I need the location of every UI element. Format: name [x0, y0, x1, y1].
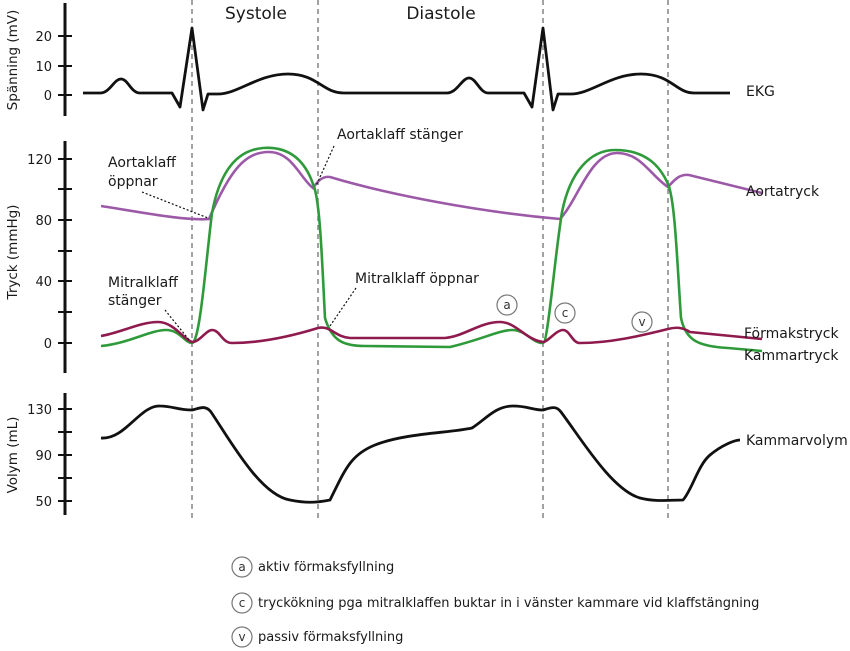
volume-trace [100, 404, 741, 504]
aorta-pressure-trace [100, 150, 763, 221]
ekg-axis-title: Spänning (mV) [5, 10, 21, 111]
pressure-tick-label-80: 80 [35, 214, 52, 229]
mitral-closes-annotation-line2: stänger [108, 293, 162, 309]
legend-key-c [231, 592, 253, 614]
ekg-tick-label-20: 20 [35, 30, 52, 45]
legend-item-c: c tryckökning pga mitralklaffen buktar i… [231, 592, 759, 614]
aortic-closes-leader [315, 145, 335, 187]
volume-tick-label-90: 90 [35, 449, 52, 464]
pressure-tick-label-0: 0 [44, 337, 52, 352]
wave-marker-a: a [496, 294, 518, 316]
legend-item-v: v passiv förmaksfyllning [231, 626, 403, 648]
ekg-tick-label-10: 10 [35, 60, 52, 75]
mitral-opens-leader [329, 287, 357, 327]
mitral-closes-leader [164, 309, 191, 342]
legend: a aktiv förmaksfyllning c tryckökning pg… [231, 556, 759, 648]
ekg-trace-label: EKG [746, 84, 775, 100]
svg-text:c: c [562, 306, 569, 320]
ekg-panel: 20 10 0 Spänning (mV) EKG [5, 3, 775, 116]
volume-trace-label: Kammarvolym [746, 433, 848, 449]
legend-text-a: aktiv förmaksfyllning [258, 560, 394, 575]
atrium-trace-label: Förmakstryck [744, 326, 839, 342]
aorta-trace-label: Aortatryck [746, 184, 820, 200]
legend-item-a: a aktiv förmaksfyllning [231, 556, 394, 578]
svg-text:v: v [638, 315, 645, 329]
diastole-label: Diastole [406, 4, 475, 24]
aortic-opens-annotation-line1: Aortaklaff [108, 155, 176, 171]
legend-key-v-text: v [238, 630, 245, 644]
mitral-opens-annotation: Mitralklaff öppnar [355, 271, 479, 287]
volume-tick-label-130: 130 [27, 403, 52, 418]
volume-panel: 130 90 50 Volym (mL) Kammarvolym [5, 393, 848, 515]
phase-guides [191, 0, 669, 520]
legend-key-a-text: a [238, 560, 245, 574]
legend-text-v: passiv förmaksfyllning [258, 630, 403, 645]
wave-marker-c: c [554, 302, 576, 324]
mitral-closes-annotation-line1: Mitralklaff [108, 275, 178, 291]
volume-axis-title: Volym (mL) [5, 417, 21, 494]
ekg-trace [83, 26, 730, 112]
ventricle-trace-label: Kammartryck [744, 348, 839, 364]
legend-key-a [231, 556, 253, 578]
ekg-tick-label-0: 0 [44, 89, 52, 104]
legend-text-c: tryckökning pga mitralklaffen buktar in … [258, 596, 759, 611]
wave-marker-v: v [631, 311, 653, 333]
pressure-axis-title: Tryck (mmHg) [5, 205, 21, 301]
pressure-panel: 120 80 40 0 Tryck (mmHg) Aortatryck Förm… [5, 127, 839, 373]
volume-tick-label-50: 50 [35, 495, 52, 510]
systole-label: Systole [225, 4, 287, 24]
pressure-tick-label-120: 120 [27, 153, 52, 168]
aortic-opens-annotation-line2: öppnar [108, 174, 158, 190]
atrium-pressure-trace [100, 320, 763, 345]
pressure-tick-label-40: 40 [35, 275, 52, 290]
legend-key-c-text: c [239, 596, 246, 610]
svg-text:a: a [503, 298, 510, 312]
ventricle-pressure-trace [100, 146, 763, 353]
aortic-closes-annotation: Aortaklaff stänger [337, 127, 463, 143]
legend-key-v [231, 626, 253, 648]
